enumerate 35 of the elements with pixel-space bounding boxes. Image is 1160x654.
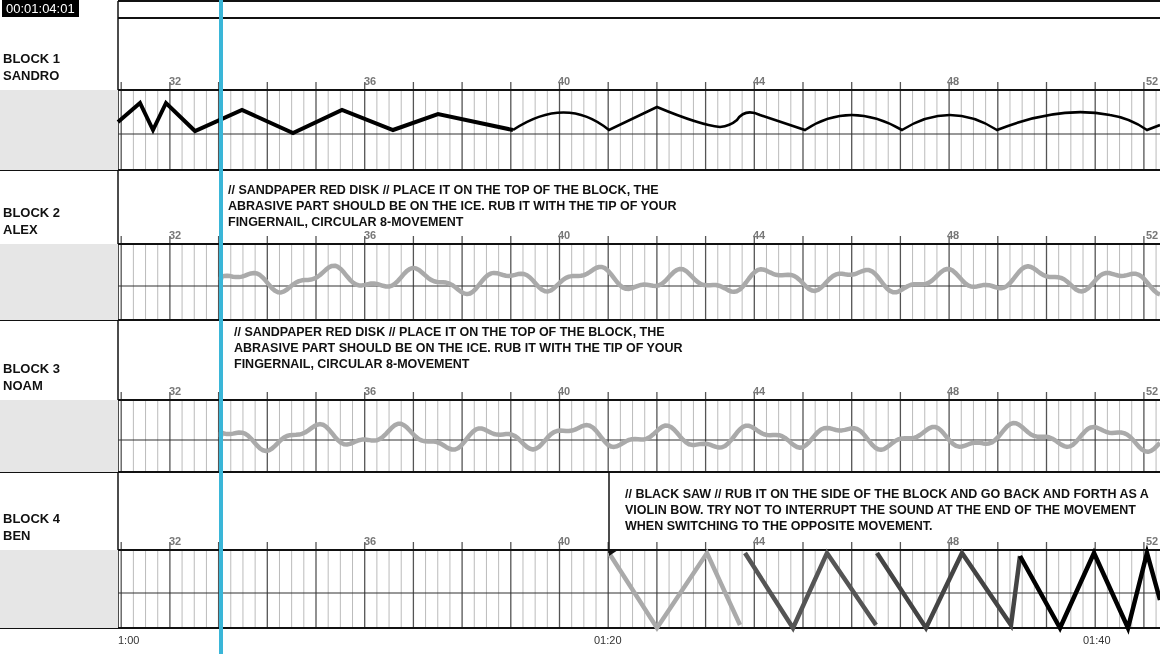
- measure-number: 36: [364, 75, 377, 87]
- block-label: BLOCK 4 BEN: [3, 510, 62, 544]
- instruction-text: // BLACK SAW // RUB IT ON THE SIDE OF THE BLOCK AND GO BACK AND FORTH AS A VIOLIN BOW. TRY NOT TO INTERRUPT THE SOUND AT THE END OF THE MOVEMENT WHEN SWITCHING TO THE OPPOSITE MOVEMENT.: [625, 486, 1150, 534]
- measure-number: 52: [1146, 75, 1159, 87]
- measure-number: 44: [753, 385, 766, 397]
- timecode-display: 00:01:04:01: [2, 0, 79, 17]
- measure-number: 32: [169, 535, 182, 547]
- block-label: BLOCK 1 SANDRO: [3, 50, 62, 84]
- measure-number: 48: [947, 535, 960, 547]
- measure-number: 48: [947, 75, 960, 87]
- measure-number: 52: [1146, 229, 1159, 241]
- measure-number: 36: [364, 535, 377, 547]
- block-label: BLOCK 3 NOAM: [3, 360, 62, 394]
- measure-number: 44: [753, 535, 766, 547]
- time-label: 01:40: [1083, 634, 1111, 646]
- time-label: 01:20: [594, 634, 622, 646]
- time-label: 1:00: [118, 634, 140, 646]
- measure-number: 44: [753, 229, 766, 241]
- measure-number: 40: [558, 229, 571, 241]
- measure-number: 44: [753, 75, 766, 87]
- measure-number: 52: [1146, 385, 1159, 397]
- measure-number: 32: [169, 229, 182, 241]
- measure-number: 48: [947, 385, 960, 397]
- measure-number: 32: [169, 75, 182, 87]
- instruction-text: // SANDPAPER RED DISK // PLACE IT ON THE TOP OF THE BLOCK, THE ABRASIVE PART SHOULD BE ON THE ICE. RUB IT WITH THE TIP OF YOUR FINGERNAIL, CIRCULAR 8-MOVEMENT: [234, 324, 684, 372]
- measure-number: 36: [364, 385, 377, 397]
- block-label: BLOCK 2 ALEX: [3, 204, 62, 238]
- measure-number: 40: [558, 385, 571, 397]
- measure-number: 48: [947, 229, 960, 241]
- measure-number: 52: [1146, 535, 1159, 547]
- measure-number: 40: [558, 75, 571, 87]
- measure-number: 36: [364, 229, 377, 241]
- instruction-text: // SANDPAPER RED DISK // PLACE IT ON THE TOP OF THE BLOCK, THE ABRASIVE PART SHOULD BE ON THE ICE. RUB IT WITH THE TIP OF YOUR FINGERNAIL, CIRCULAR 8-MOVEMENT: [228, 182, 678, 230]
- measure-number: 40: [558, 535, 571, 547]
- measure-number: 32: [169, 385, 182, 397]
